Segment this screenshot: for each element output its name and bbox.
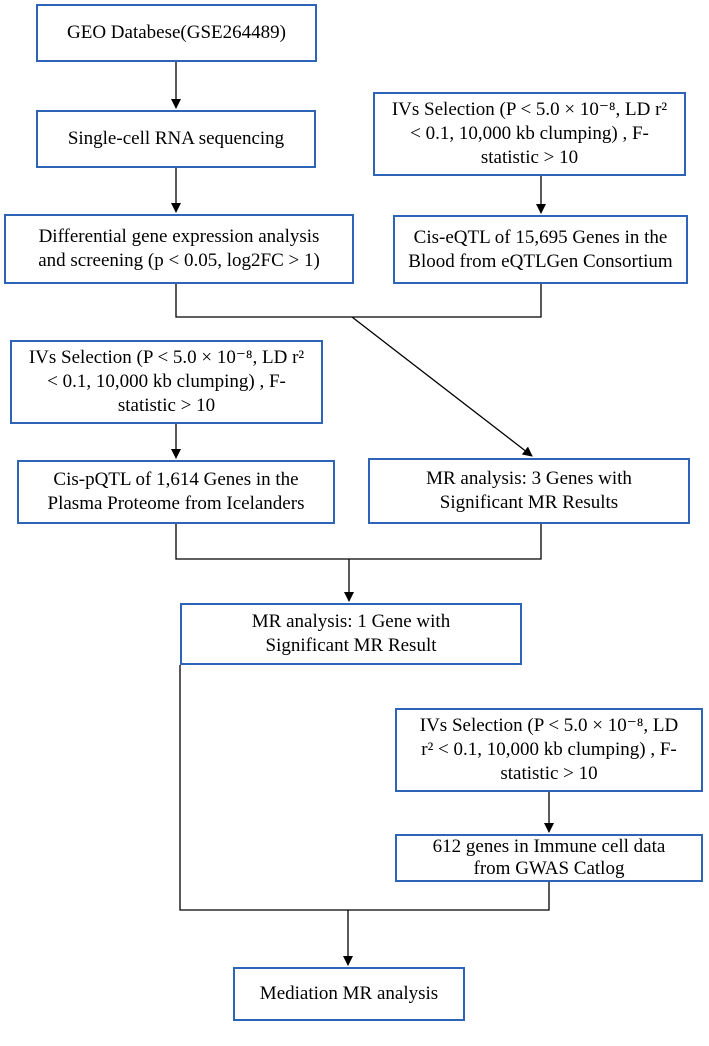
geo-database-box: GEO Databese(GSE264489) xyxy=(36,4,317,62)
ivs-selection-label-3: IVs Selection (P < 5.0 × 10⁻⁸, LD r² < 0… xyxy=(419,715,679,784)
mr-analysis-1-gene-label: MR analysis: 1 Gene with Significant MR … xyxy=(251,611,451,656)
mediation-mr-box: Mediation MR analysis xyxy=(233,967,465,1021)
cis-eqtl-box: Cis-eQTL of 15,695 Genes in the Blood fr… xyxy=(393,215,688,284)
geo-database-label: GEO Databese(GSE264489) xyxy=(67,22,286,43)
cis-pqtl-box: Cis-pQTL of 1,614 Genes in the Plasma Pr… xyxy=(17,460,335,524)
immune-cell-data-box: 612 genes in Immune cell data from GWAS … xyxy=(395,834,703,882)
scrna-seq-box: Single-cell RNA sequencing xyxy=(36,110,316,168)
ivs-selection-box-1: IVs Selection (P < 5.0 × 10⁻⁸, LD r² < 0… xyxy=(373,92,686,176)
cis-eqtl-label: Cis-eQTL of 15,695 Genes in the Blood fr… xyxy=(408,226,673,272)
cis-pqtl-label: Cis-pQTL of 1,614 Genes in the Plasma Pr… xyxy=(47,469,305,514)
deg-analysis-box: Differential gene expression analysis an… xyxy=(4,214,354,284)
scrna-seq-label: Single-cell RNA sequencing xyxy=(67,128,285,149)
mr-analysis-3-genes-label: MR analysis: 3 Genes with Significant MR… xyxy=(426,468,632,513)
ivs-selection-box-3: IVs Selection (P < 5.0 × 10⁻⁸, LD r² < 0… xyxy=(395,708,703,792)
merge-pqtl-mr3 xyxy=(175,524,542,560)
ivs-selection-label-2: IVs Selection (P < 5.0 × 10⁻⁸, LD r² < 0… xyxy=(28,347,305,416)
merge-deg-eqtl xyxy=(175,284,542,318)
ivs-selection-label-1: IVs Selection (P < 5.0 × 10⁻⁸, LD r² < 0… xyxy=(391,99,668,168)
arrow-merge-to-mr3 xyxy=(351,316,533,457)
immune-cell-data-label: 612 genes in Immune cell data from GWAS … xyxy=(432,836,666,879)
mr-analysis-3-genes-box: MR analysis: 3 Genes with Significant MR… xyxy=(368,458,690,524)
ivs-selection-box-2: IVs Selection (P < 5.0 × 10⁻⁸, LD r² < 0… xyxy=(10,340,323,424)
mr-analysis-1-gene-box: MR analysis: 1 Gene with Significant MR … xyxy=(180,603,522,665)
mediation-mr-label: Mediation MR analysis xyxy=(259,983,439,1004)
deg-analysis-label: Differential gene expression analysis an… xyxy=(38,226,320,271)
